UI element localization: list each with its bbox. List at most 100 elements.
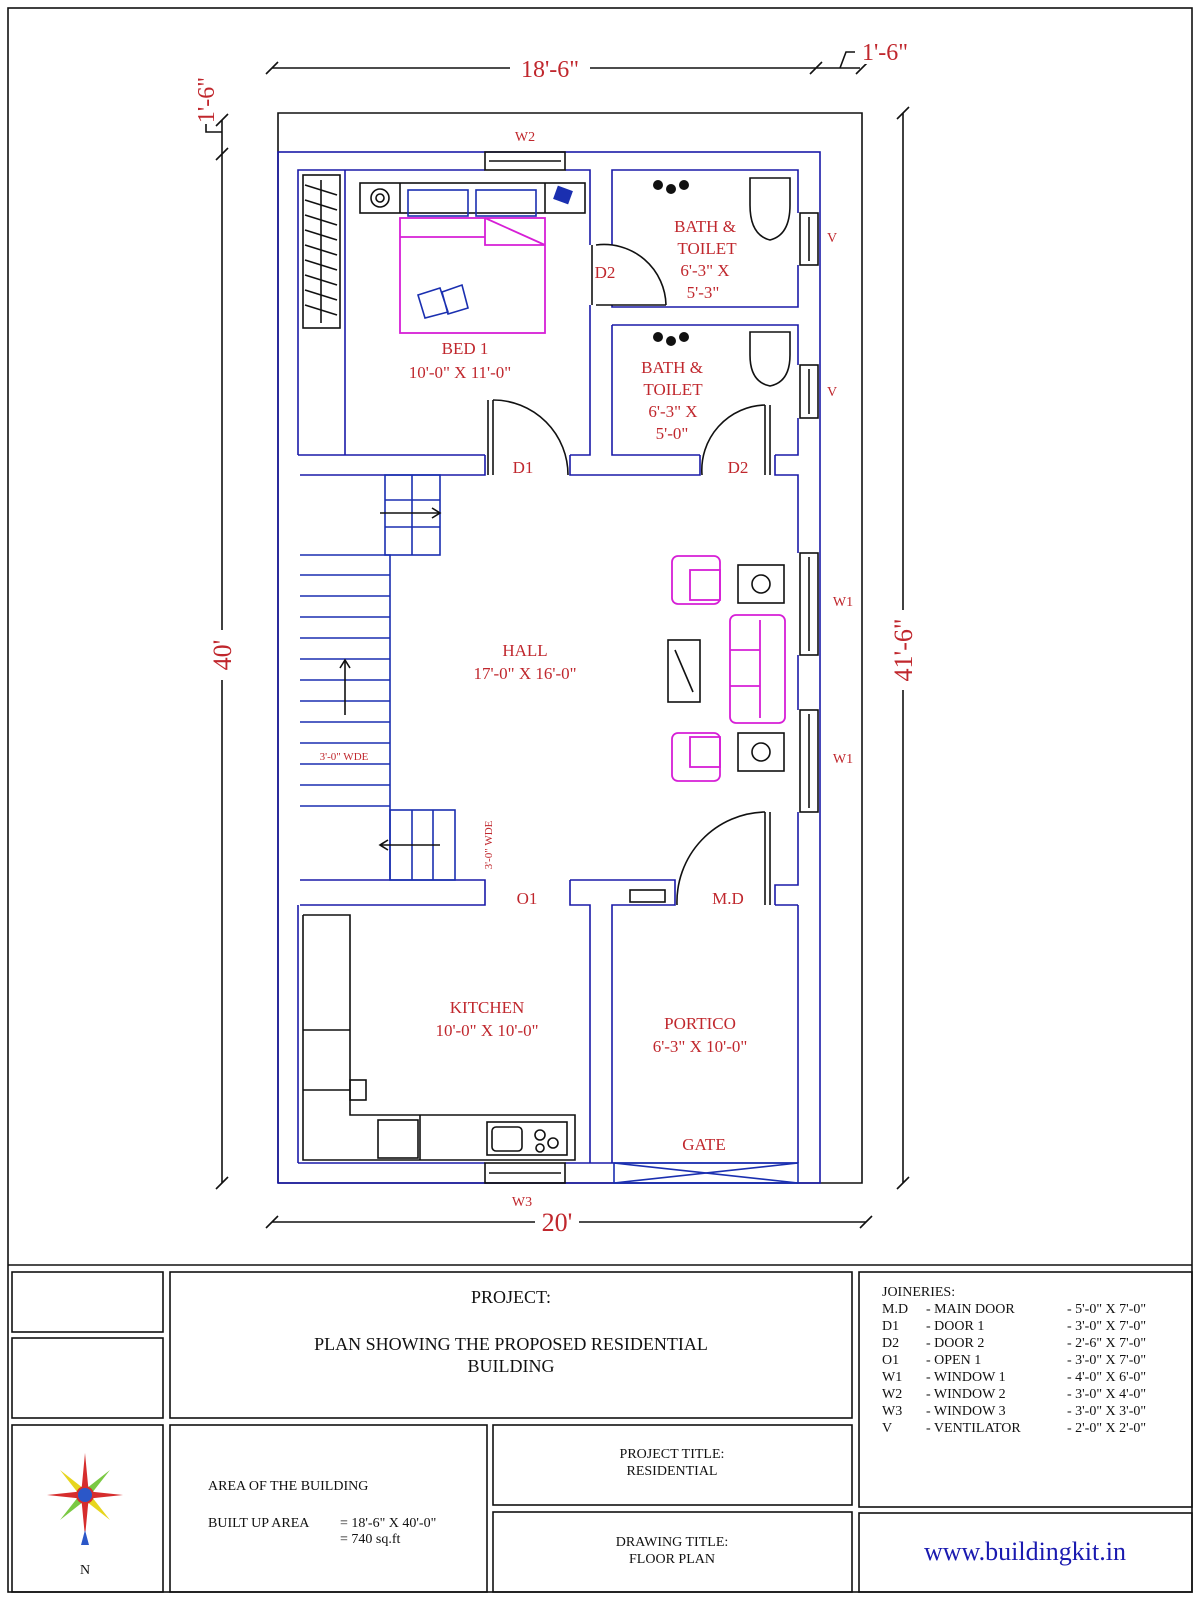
- ventilator-1: [799, 212, 819, 266]
- joinery-size: - 2'-0" X 2'-0": [1067, 1421, 1146, 1436]
- dim-left-offset: 1'-6": [194, 77, 220, 123]
- joinery-name: - VENTILATOR: [926, 1421, 1021, 1436]
- room-hall-name: HALL: [502, 641, 547, 660]
- joinery-name: - DOOR 1: [926, 1319, 984, 1334]
- joinery-size: - 3'-0" X 3'-0": [1067, 1404, 1146, 1419]
- room-bath1-size1: 6'-3" X: [680, 261, 729, 280]
- project-line-2: BUILDING: [468, 1356, 555, 1376]
- room-bath2-name1: BATH &: [641, 358, 703, 377]
- label-passage-width: 3'-0" WDE: [483, 820, 495, 869]
- sheet-border: [7, 7, 1193, 1593]
- room-bath1-size2: 5'-3": [687, 283, 720, 302]
- door-d1: [487, 399, 569, 476]
- area-heading: AREA OF THE BUILDING: [208, 1479, 368, 1494]
- joineries-list: M.D- MAIN DOOR- 5'-0" X 7'-0" D1- DOOR 1…: [882, 1302, 1146, 1436]
- room-bath1-name2: TOILET: [677, 239, 737, 258]
- room-portico-name: PORTICO: [664, 1014, 736, 1033]
- sofa-set: [667, 555, 786, 782]
- joinery-row: D1 - DOOR 1 - 3'-0" X 7'-0": [882, 1319, 1146, 1334]
- area-label: BUILT UP AREA: [208, 1516, 310, 1531]
- room-kitchen-name: KITCHEN: [450, 998, 525, 1017]
- gate: [613, 1162, 799, 1184]
- joinery-row: O1 - OPEN 1 - 3'-0" X 7'-0": [882, 1353, 1146, 1368]
- room-bath2-name2: TOILET: [643, 380, 703, 399]
- area-dims: = 18'-6" X 40'-0": [340, 1516, 436, 1531]
- joinery-code: O1: [882, 1353, 899, 1368]
- joinery-name: - WINDOW 3: [926, 1404, 1006, 1419]
- label-stair-width: 3'-0" WDE: [320, 751, 369, 763]
- window-w1-upper: [799, 552, 819, 656]
- joinery-name: - WINDOW 2: [926, 1387, 1006, 1402]
- plot-boundary: [277, 112, 863, 1184]
- joinery-row: D2 - DOOR 2 - 2'-6" X 7'-0": [882, 1336, 1146, 1351]
- drawing-title: FLOOR PLAN: [629, 1552, 715, 1567]
- label-d2-bath2: D2: [728, 458, 749, 477]
- room-kitchen-size: 10'-0" X 10'-0": [435, 1021, 538, 1040]
- label-w3: W3: [512, 1195, 532, 1210]
- room-bath1-name1: BATH &: [674, 217, 736, 236]
- joinery-code: W2: [882, 1387, 902, 1402]
- dimension-lines: [205, 51, 910, 1229]
- label-v2: V: [827, 385, 837, 400]
- room-bed1-size: 10'-0" X 11'-0": [409, 363, 511, 382]
- project-title-label: PROJECT TITLE:: [620, 1447, 725, 1462]
- label-v1: V: [827, 231, 837, 246]
- drawing-title-label: DRAWING TITLE:: [616, 1535, 729, 1550]
- joinery-name: - OPEN 1: [926, 1353, 981, 1368]
- ventilator-2: [799, 364, 819, 419]
- joinery-name: - DOOR 2: [926, 1336, 984, 1351]
- joinery-code: V: [882, 1421, 892, 1436]
- joineries-heading: JOINERIES:: [882, 1285, 955, 1300]
- label-d1: D1: [513, 458, 534, 477]
- label-gate: GATE: [682, 1135, 725, 1154]
- room-bath2-size2: 5'-0": [656, 424, 689, 443]
- joinery-size: - 2'-6" X 7'-0": [1067, 1336, 1146, 1351]
- dim-left-length: 40': [208, 640, 237, 671]
- window-w1-lower: [799, 709, 819, 813]
- label-w2: W2: [515, 130, 535, 145]
- room-bed1-name: BED 1: [442, 339, 489, 358]
- joinery-size: - 3'-0" X 7'-0": [1067, 1353, 1146, 1368]
- joinery-size: - 3'-0" X 7'-0": [1067, 1319, 1146, 1334]
- joinery-row: W1 - WINDOW 1 - 4'-0" X 6'-0": [882, 1370, 1146, 1385]
- joinery-row: M.D- MAIN DOOR- 5'-0" X 7'-0": [882, 1302, 1146, 1317]
- website-link[interactable]: www.buildingkit.in: [924, 1537, 1126, 1566]
- joinery-code: D2: [882, 1336, 899, 1351]
- label-o1: O1: [517, 889, 538, 908]
- joinery-row: V - VENTILATOR - 2'-0" X 2'-0": [882, 1421, 1146, 1436]
- joinery-size: - 3'-0" X 4'-0": [1067, 1387, 1146, 1402]
- door-d2-bath2: [701, 404, 771, 476]
- joinery-name: - WINDOW 1: [926, 1370, 1006, 1385]
- toilet-bath1: [653, 177, 791, 241]
- compass-north-label: N: [80, 1563, 90, 1578]
- room-portico-size: 6'-3" X 10'-0": [653, 1037, 748, 1056]
- kitchen-counter: [302, 914, 576, 1161]
- joinery-size: - 4'-0" X 6'-0": [1067, 1370, 1146, 1385]
- room-bath2-size1: 6'-3" X: [648, 402, 697, 421]
- label-w1-lower: W1: [833, 752, 853, 767]
- joinery-name: - MAIN DOOR: [926, 1302, 1015, 1317]
- label-main-door: M.D: [712, 889, 744, 908]
- label-d2-bath1: D2: [595, 263, 616, 282]
- dim-top-offset: 1'-6": [862, 40, 908, 66]
- bed: [359, 182, 586, 334]
- joinery-size: - 5'-0" X 7'-0": [1067, 1302, 1146, 1317]
- joinery-code: W3: [882, 1404, 902, 1419]
- project-line-1: PLAN SHOWING THE PROPOSED RESIDENTIAL: [314, 1334, 708, 1354]
- joinery-code: W1: [882, 1370, 902, 1385]
- window-w2: [484, 151, 566, 171]
- joinery-code: D1: [882, 1319, 899, 1334]
- dim-right-length: 41'-6": [889, 619, 918, 682]
- title-block-cells: [11, 1271, 1193, 1593]
- project-label: PROJECT:: [471, 1287, 551, 1307]
- wardrobe: [302, 174, 341, 329]
- staircase: [300, 474, 456, 881]
- dim-bottom-width: 20': [542, 1208, 573, 1237]
- area-value: = 740 sq.ft: [340, 1532, 401, 1547]
- room-hall-size: 17'-0" X 16'-0": [473, 664, 576, 683]
- joinery-row: W2 - WINDOW 2 - 3'-0" X 4'-0": [882, 1387, 1146, 1402]
- project-title: RESIDENTIAL: [627, 1464, 718, 1479]
- dim-top-width: 18'-6": [521, 57, 579, 83]
- joinery-row: W3 - WINDOW 3 - 3'-0" X 3'-0": [882, 1404, 1146, 1419]
